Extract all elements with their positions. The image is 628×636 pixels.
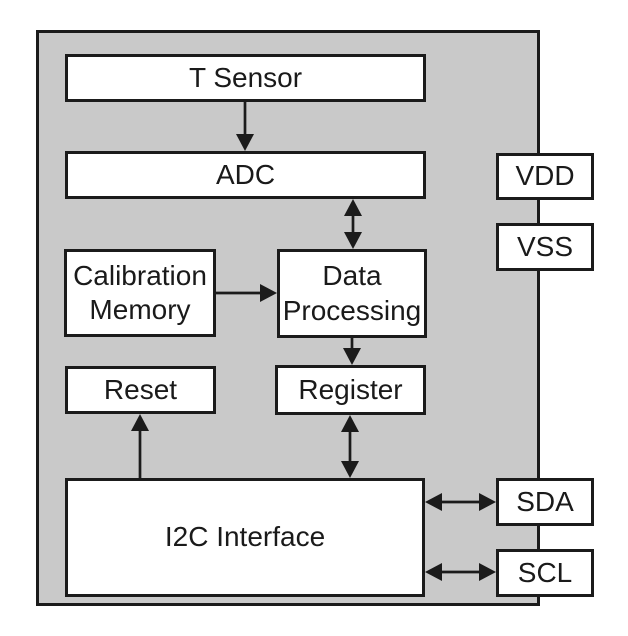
data-processing-label: Data Processing — [282, 260, 422, 326]
data-processing-block: Data Processing — [277, 249, 427, 338]
register-block: Register — [275, 365, 426, 415]
vdd-pin-block: VDD — [496, 153, 594, 200]
t-sensor-label: T Sensor — [188, 61, 303, 93]
i2c-interface-scl-arrow — [425, 563, 496, 581]
adc-data-processing-arrow — [344, 199, 362, 249]
vss-pin-block: VSS — [496, 223, 594, 271]
reset-block: Reset — [65, 366, 216, 414]
scl-pin-label: SCL — [517, 556, 573, 588]
vss-pin-label: VSS — [516, 230, 574, 262]
t-sensor-to-adc-arrow — [236, 102, 254, 151]
calibration-memory-to-data-processing-arrow — [216, 284, 277, 302]
i2c-interface-to-reset-arrow — [131, 414, 149, 478]
reset-label: Reset — [103, 373, 178, 405]
register-label: Register — [298, 373, 403, 405]
sda-pin-block: SDA — [496, 478, 594, 526]
data-processing-to-register-arrow — [343, 338, 361, 365]
scl-pin-block: SCL — [496, 549, 594, 597]
vdd-pin-label: VDD — [515, 160, 575, 192]
adc-block: ADC — [65, 151, 426, 199]
i2c-interface-block: I2C Interface — [65, 478, 425, 597]
i2c-interface-label: I2C Interface — [164, 521, 326, 553]
calibration-memory-block: Calibration Memory — [64, 249, 216, 337]
t-sensor-block: T Sensor — [65, 54, 426, 102]
calibration-memory-label: Calibration Memory — [73, 259, 207, 325]
adc-label: ADC — [215, 158, 276, 190]
i2c-interface-sda-arrow — [425, 493, 496, 511]
sda-pin-label: SDA — [516, 485, 574, 517]
register-i2c-interface-arrow — [341, 415, 359, 478]
